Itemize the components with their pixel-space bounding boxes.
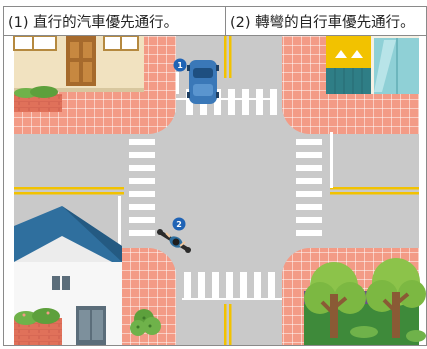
house-icon [14,206,122,345]
right-margin [419,36,426,345]
shop-icon [326,36,419,94]
bush-icon [14,86,62,112]
center-lines [14,36,419,345]
tree-icon [304,258,426,345]
crosswalk-bottom [184,272,275,298]
car-icon [187,60,219,104]
lane-lines [118,72,333,300]
option-1-label: (1) 直行的汽車優先通行。 [8,14,179,31]
marker-1-label: 1 [177,61,183,70]
intersection-illustration: 1 2 [3,36,427,346]
option-2-label: (2) 轉彎的自行車優先通行。 [230,14,415,31]
options-row: (1) 直行的汽車優先通行。 (2) 轉彎的自行車優先通行。 [3,6,427,36]
shop-icon [13,36,144,92]
left-margin [4,36,14,345]
marker-1: 1 [173,58,187,72]
marker-2-label: 2 [176,220,182,229]
crosswalk-right [296,139,322,236]
marker-2: 2 [172,217,186,231]
intersection-scene: 1 2 [4,36,426,345]
crosswalk-left [129,139,155,236]
bush-icon [130,309,161,336]
option-2[interactable]: (2) 轉彎的自行車優先通行。 [226,7,426,35]
option-1[interactable]: (1) 直行的汽車優先通行。 [4,7,226,35]
bicycle-icon [156,229,192,253]
